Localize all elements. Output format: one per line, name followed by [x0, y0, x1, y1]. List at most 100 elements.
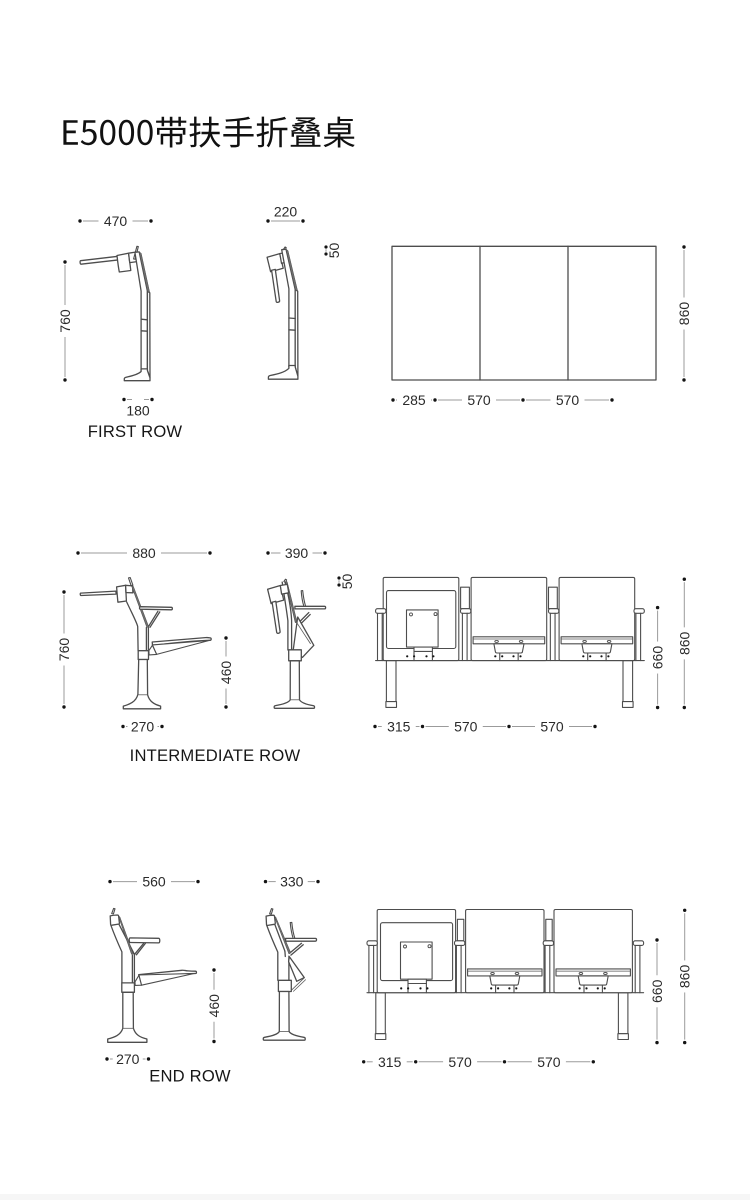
screw-head — [403, 944, 407, 949]
dim-end-row-spacing-label-2: 570 — [537, 1054, 561, 1070]
page-title-glyphs — [63, 116, 355, 148]
armrest-cap — [375, 608, 387, 614]
dim-endpoint-dot — [316, 879, 320, 884]
bench-leg-foot — [374, 1033, 387, 1041]
dim-endpoint-dot — [337, 576, 341, 580]
dim-endpoint-dot — [108, 879, 112, 884]
drawing-path — [266, 252, 284, 273]
dim-first-row-folded-width: 220 — [266, 204, 305, 223]
dim-endpoint-dot — [63, 378, 67, 382]
drawing-path — [284, 937, 318, 942]
dim-endpoint-dot — [610, 398, 614, 402]
dim-endpoint-dot — [682, 378, 686, 382]
dim-intermediate-row-fold-offset: 50 — [337, 574, 355, 589]
drawing-path — [292, 616, 315, 659]
dim-endpoint-dot — [593, 724, 597, 729]
dim-endpoint-dot — [502, 1060, 507, 1064]
dim-first-row-open-width: 470 — [78, 213, 153, 229]
table-screw — [603, 972, 608, 975]
folded-table-edge — [467, 968, 543, 977]
drawing-path — [124, 584, 134, 594]
drawing-path — [110, 924, 123, 984]
column-joint-box — [137, 650, 150, 661]
dim-endpoint-dot — [301, 219, 305, 223]
dim-end-row-base-depth: 270 — [116, 1051, 140, 1067]
dim-end-row-spacing-label-0: 315 — [378, 1054, 402, 1070]
dim-endpoint-dot — [391, 398, 395, 402]
dim-end-row-open-width: 560 — [108, 874, 200, 890]
column-joint-box — [288, 649, 302, 662]
dim-intermediate-row-open-width: 880 — [132, 545, 156, 561]
intermediate-row-label: INTERMEDIATE ROW — [130, 746, 301, 765]
dim-end-row-folded-width: 330 — [280, 874, 304, 890]
first-row-front-view-drawing — [391, 245, 657, 381]
seat-hinge-tab — [407, 978, 427, 985]
drawing-path — [281, 248, 296, 368]
drawing-path — [289, 921, 296, 939]
drawing-path — [269, 908, 274, 915]
dim-end-row-folded-width: 330 — [263, 874, 320, 890]
drawing-path — [267, 364, 299, 380]
dim-endpoint-dot — [655, 938, 659, 942]
dim-endpoint-dot — [160, 724, 164, 729]
bolt-dot — [490, 987, 493, 990]
drawing-path — [282, 581, 292, 650]
bolt-dot — [600, 655, 603, 658]
dim-first-row-open-width: 470 — [104, 213, 128, 229]
armrest-cap — [633, 608, 645, 614]
dim-intermediate-row-armrest-height: 660 — [650, 605, 666, 710]
screw-head — [409, 612, 413, 617]
drawing-line — [134, 942, 145, 955]
shaded-edge-band — [285, 248, 298, 292]
drawing-path — [489, 975, 521, 986]
table-screw — [578, 972, 584, 975]
dim-endpoint-dot — [263, 879, 268, 884]
dim-first-row-fold-offset: 50 — [326, 243, 342, 259]
end-row-front-view-drawing — [366, 908, 645, 1041]
shaded-edge-band — [138, 251, 151, 294]
dim-endpoint-dot — [655, 705, 660, 710]
dim-endpoint-dot — [373, 724, 377, 729]
dim-endpoint-dot — [323, 551, 327, 555]
dim-intermediate-row-seat-height: 460 — [218, 636, 234, 709]
drawing-path — [126, 601, 139, 652]
row-labels: FIRST ROW INTERMEDIATE ROW END ROW — [88, 422, 301, 1086]
drawing-path — [134, 974, 143, 986]
drawing-path — [294, 605, 327, 610]
drawing-path — [265, 914, 276, 927]
drawing-path — [126, 602, 147, 651]
dim-intermediate-row-base-depth: 270 — [131, 719, 155, 735]
dim-endpoint-dot — [655, 1040, 659, 1045]
dim-endpoint-dot — [196, 879, 200, 884]
bolt-dot — [426, 987, 429, 990]
armrest-cap — [453, 940, 466, 946]
drawing-path — [107, 991, 148, 1043]
dim-end-row-seat-height: 460 — [206, 994, 222, 1018]
dim-first-row-spacing-label-0: 285 — [402, 392, 426, 408]
bench-leg — [617, 992, 629, 1035]
dim-endpoint-dot — [121, 724, 125, 729]
dim-intermediate-row-spacing-label-1: 570 — [454, 719, 478, 735]
drawing-path — [283, 578, 288, 583]
bench-leg-foot — [621, 701, 634, 708]
dim-intermediate-row-folded-width: 390 — [266, 545, 327, 561]
dim-endpoint-dot — [420, 724, 425, 729]
drawing-path — [138, 972, 196, 986]
dim-endpoint-dot — [682, 245, 686, 249]
dim-endpoint-dot — [76, 551, 80, 555]
drawing-line — [274, 923, 286, 952]
panel-connector — [456, 918, 465, 942]
dim-endpoint-dot — [62, 590, 66, 594]
drawing-line — [289, 942, 303, 954]
drawing-path — [577, 975, 609, 986]
drawing-line — [292, 979, 307, 992]
dim-endpoint-dot — [224, 636, 228, 640]
bolt-dot — [407, 987, 410, 990]
table-screw — [606, 639, 612, 643]
bolt-dot — [607, 655, 610, 658]
dim-endpoint-dot — [655, 605, 660, 610]
dim-intermediate-row-seat-height: 460 — [218, 661, 234, 685]
panel-connector — [547, 586, 558, 610]
dim-end-row-open-width: 560 — [142, 874, 166, 890]
dim-first-row-panel-height: 860 — [676, 302, 692, 326]
